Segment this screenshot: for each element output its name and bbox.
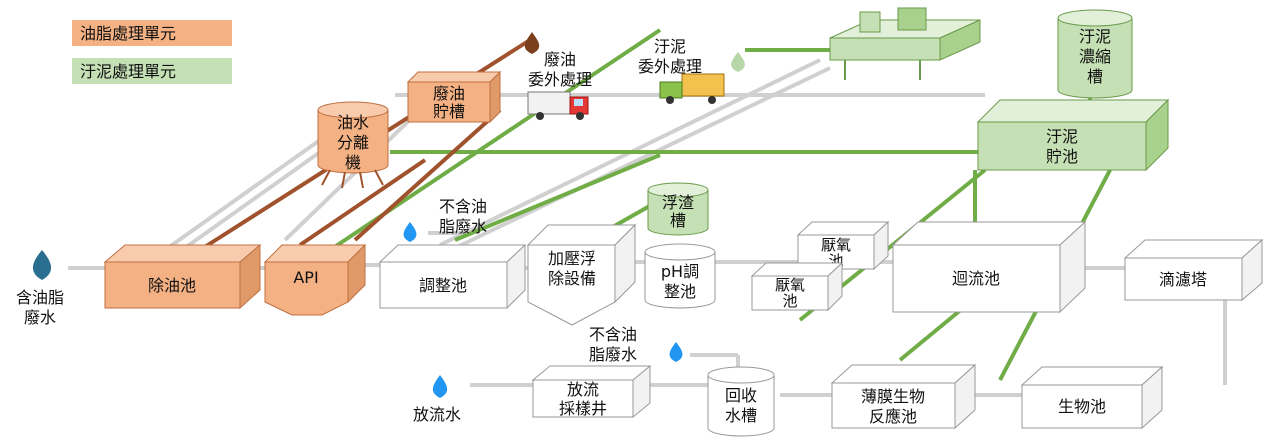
discharge-well-line2: 採樣井 xyxy=(559,399,607,418)
mbr-line2: 反應池 xyxy=(869,407,917,426)
mbr-tank: 薄膜生物 反應池 xyxy=(830,363,977,430)
inlet-label-line2: 廢水 xyxy=(24,308,56,327)
sludge-storage-line1: 汙泥 xyxy=(1046,127,1078,146)
pipe-oilpit-to-sep-2 xyxy=(173,143,332,257)
pipe-eq-to-sludge-2 xyxy=(454,66,831,250)
oil-removal-label: 除油池 xyxy=(148,276,196,295)
anaerobic-2-line1: 厭氧 xyxy=(775,276,805,294)
biological-tank: 生物池 xyxy=(1020,365,1164,430)
daf-unit: 加壓浮 除設備 xyxy=(526,223,637,326)
reflux-tank: 迴流池 xyxy=(891,220,1087,314)
equalization-tank: 調整池 xyxy=(378,243,527,310)
oil-water-separator-line3: 機 xyxy=(345,153,361,172)
outlet: 放流水 xyxy=(413,375,461,424)
discharge-well-line1: 放流 xyxy=(567,380,599,399)
outlet-label: 放流水 xyxy=(413,405,461,424)
sludge-outsource-line1: 汙泥 xyxy=(654,37,686,56)
sludge-outsource-line2: 委外處理 xyxy=(638,57,702,76)
waste-oil-outsource: 廢油 委外處理 xyxy=(524,32,592,120)
mbr-line1: 薄膜生物 xyxy=(861,387,925,406)
sludge-dewatering-machine xyxy=(829,7,981,80)
truck-icon xyxy=(527,91,589,120)
legend-oil-label: 油脂處理單元 xyxy=(80,24,176,43)
bio-label: 生物池 xyxy=(1058,397,1106,416)
anaerobic-2-line2: 池 xyxy=(782,292,797,310)
inlet: 含油脂 廢水 xyxy=(16,250,64,327)
waste-oil-outsource-line2: 委外處理 xyxy=(528,70,592,89)
water-drop-icon xyxy=(403,222,417,242)
sludge-thickener-line3: 槽 xyxy=(1087,67,1103,86)
api-label: API xyxy=(293,268,318,287)
equalization-label: 調整池 xyxy=(419,276,467,295)
sludge-thickener: 汙泥 濃縮 槽 xyxy=(1057,9,1133,99)
no-oil-bottom-line1: 不含油 xyxy=(589,325,637,344)
trickling-label: 滴濾塔 xyxy=(1159,270,1207,289)
oil-water-separator-line2: 分離 xyxy=(337,133,369,152)
pipe-sludge-eq xyxy=(454,153,661,242)
legend-sludge-label: 汙泥處理單元 xyxy=(80,62,176,81)
sludge-drop-icon xyxy=(731,52,745,72)
scum-tank: 浮渣 槽 xyxy=(647,182,709,236)
recovery-water-tank: 回收 水槽 xyxy=(707,366,775,437)
legend: 油脂處理單元 汙泥處理單元 xyxy=(72,20,232,84)
legend-sludge-swatch xyxy=(72,58,232,84)
sludge-truck-icon xyxy=(659,73,725,104)
recovery-line2: 水槽 xyxy=(725,406,757,425)
waste-oil-outsource-line1: 廢油 xyxy=(544,50,576,69)
outlet-drop-icon xyxy=(432,375,448,398)
waste-oil-tank: 廢油 貯槽 xyxy=(406,70,502,124)
ph-line2: 整池 xyxy=(664,282,696,301)
oil-drop-icon xyxy=(524,32,540,54)
sludge-thickener-line1: 汙泥 xyxy=(1079,27,1111,46)
no-oil-top-line1: 不含油 xyxy=(439,197,487,216)
daf-line2: 除設備 xyxy=(548,269,596,288)
recovery-line1: 回收 xyxy=(725,386,757,405)
no-oil-bottom-line2: 脂廢水 xyxy=(589,345,637,364)
daf-line1: 加壓浮 xyxy=(548,249,596,268)
anaerobic-1-line1: 厭氧 xyxy=(821,236,851,254)
waste-oil-tank-line1: 廢油 xyxy=(433,84,465,103)
water-drop-icon-bottom xyxy=(669,342,683,362)
oil-water-separator: 油水 分離 機 xyxy=(317,101,389,189)
sludge-storage-tank: 汙泥 貯池 xyxy=(976,98,1170,172)
ph-adjustment-tank: pH調 整池 xyxy=(644,243,716,309)
reflux-label: 迴流池 xyxy=(952,269,1000,288)
pipe-oilpit-to-sep-1 xyxy=(163,138,322,252)
trickling-filter: 滴濾塔 xyxy=(1123,238,1264,302)
sludge-thickener-line2: 濃縮 xyxy=(1079,47,1111,66)
discharge-sampling-well: 放流 採樣井 xyxy=(531,364,652,419)
pipe-oil-3 xyxy=(353,108,502,242)
waste-oil-tank-line2: 貯槽 xyxy=(433,102,465,121)
oil-removal-tank: 除油池 xyxy=(103,243,262,310)
scum-tank-line1: 浮渣 xyxy=(662,193,694,212)
no-oil-wastewater-top: 不含油 脂廢水 xyxy=(403,197,487,242)
pipe-oil-2 xyxy=(298,158,427,247)
sludge-storage-line2: 貯池 xyxy=(1046,147,1078,166)
anaerobic-tank-2: 厭氧 池 xyxy=(750,261,844,312)
ph-line1: pH調 xyxy=(661,262,699,281)
no-oil-top-line2: 脂廢水 xyxy=(439,217,487,236)
inlet-drop-icon xyxy=(32,250,52,280)
no-oil-wastewater-bottom: 不含油 脂廢水 xyxy=(589,325,683,364)
pipe-api-to-oiltank xyxy=(283,108,422,242)
legend-oil-swatch xyxy=(72,20,232,46)
scum-tank-line2: 槽 xyxy=(670,211,686,230)
oil-water-separator-line1: 油水 xyxy=(337,113,369,132)
inlet-label-line1: 含油脂 xyxy=(16,288,64,307)
api-separator: API xyxy=(263,243,367,316)
sludge-outsource: 汙泥 委外處理 xyxy=(638,37,745,104)
